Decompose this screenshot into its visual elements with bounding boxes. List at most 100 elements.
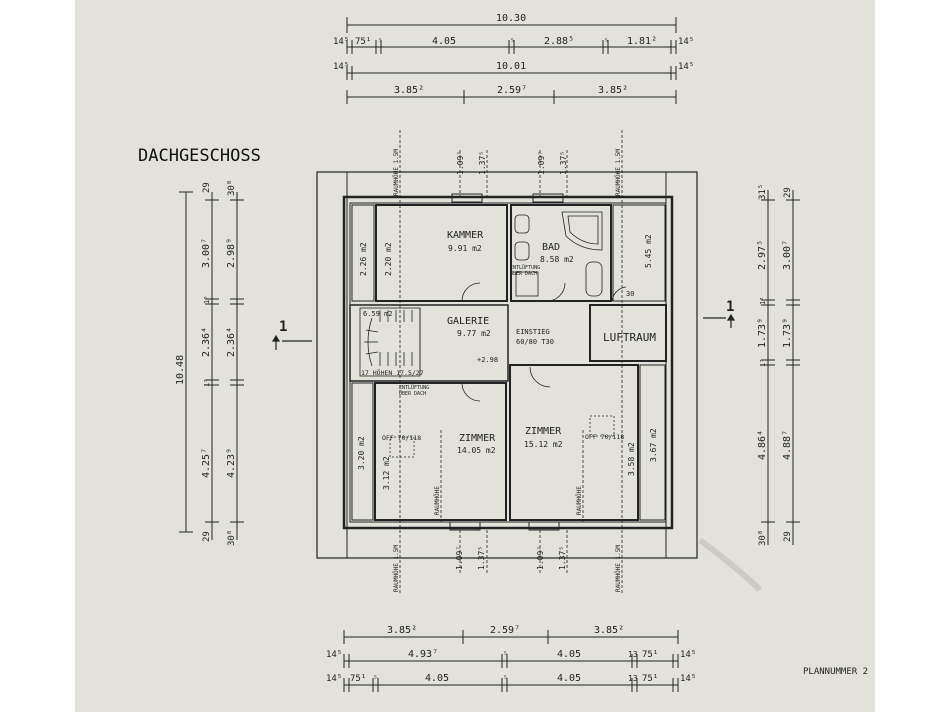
dim-left-1-5-b: 1⁵	[203, 379, 211, 387]
einstieg-label: EINSTIEG	[516, 328, 550, 336]
vent-bottom-line1: ENTLÜFTUNG	[399, 384, 429, 391]
room-zimmer-left-name: ZIMMER	[459, 433, 496, 444]
area-5-45: 5.45 m2	[644, 234, 653, 268]
dim-top-small-a: ⁵	[378, 37, 383, 46]
dim-top-14-5-a: 14⁵	[333, 37, 349, 47]
dim-bot-4-93: 4.93⁷	[408, 649, 438, 660]
dim-30: 30	[626, 290, 634, 298]
window-height-kammer-b: 1.37⁵	[478, 151, 487, 175]
vent-bottom-line2: ÜBER DACH	[399, 390, 426, 397]
dim-right-4-88: 4.88⁷	[782, 430, 793, 460]
windows	[449, 193, 564, 531]
window-off-left: OFF 70/118	[382, 434, 421, 442]
window-height-kammer-a: 1.09⁷	[456, 151, 465, 175]
dim-left-30-8-b: 30⁸	[227, 530, 237, 546]
dim-top-2-59: 2.59⁷	[497, 85, 527, 96]
dim-right-31-5: 31⁵	[758, 184, 768, 200]
dim-bot2-small-b: ⁵	[503, 674, 508, 683]
room-bad-name: BAD	[542, 242, 560, 253]
dim-bot-2-59: 2.59⁷	[490, 625, 520, 636]
dim-top-1-81: 1.81²	[627, 36, 657, 47]
dim-right-1-73-a: 1.73⁹	[757, 318, 768, 348]
dim-bot-3-85-b: 3.85²	[594, 625, 624, 636]
bottom-dimension-chain	[343, 630, 679, 692]
dim-top-4-05: 4.05	[432, 36, 456, 47]
dim-left-30-8: 30⁸	[227, 180, 237, 196]
area-2-26: 2.26 m2	[359, 242, 368, 276]
window-height-zimmer-r-a: 1.09⁷	[536, 546, 545, 570]
einstieg-size: 60/80 T30	[516, 338, 554, 346]
area-3-67: 3.67 m2	[649, 428, 658, 462]
dim-left-2-36-a: 2.36⁴	[201, 327, 212, 357]
dim-left-29: 29	[202, 182, 212, 193]
dim-bot-4-05-a: 4.05	[557, 649, 581, 660]
dim-top-small-c: ⁵	[604, 37, 609, 46]
area-3-20: 3.20 m2	[357, 436, 366, 470]
staircase	[359, 307, 421, 377]
dim-top-3-85-a: 3.85²	[394, 85, 424, 96]
area-6-59: 6.59 m2	[363, 310, 393, 318]
room-zimmer-right-area: 15.12 m2	[524, 440, 563, 449]
raumhoehe-top-left: RAUMHÖHE 1.5M	[393, 149, 400, 196]
area-2-20: 2.20 m2	[384, 242, 393, 276]
raumhoehe-zimmer-right: RAUMHÖHE	[576, 486, 583, 515]
dim-right-2-97: 2.97⁵	[757, 240, 768, 270]
room-kammer-area: 9.91 m2	[448, 244, 482, 253]
left-dimension-chain	[179, 191, 244, 540]
raumhoehe-zimmer-left: RAUMHÖHE	[434, 486, 441, 515]
dim-left-29-b: 29	[202, 531, 212, 542]
right-dimension-chain	[761, 190, 800, 545]
dim-top-small-b: ⁵	[510, 37, 515, 46]
area-3-58: 3.58 m2	[627, 442, 636, 476]
dim-top2-14-5-b: 14⁵	[678, 62, 694, 72]
window-height-bad-b: 1.37⁵	[559, 151, 568, 175]
dim-bot-14-5-a: 14⁵	[326, 650, 342, 660]
drawing-sheet	[75, 0, 875, 712]
dim-top-3-85-b: 3.85²	[598, 85, 628, 96]
dim-bot2-small-a: ⁵	[373, 674, 378, 683]
window-off-right: OFF 70/118	[585, 433, 624, 441]
dim-bot2-4-05-a: 4.05	[425, 673, 449, 684]
dim-right-1-5-b: 1⁵	[759, 359, 767, 367]
dim-top-10-01: 10.01	[496, 61, 526, 72]
door-swings	[461, 282, 627, 402]
dim-bot2-75-1: 75¹	[350, 674, 366, 684]
section-mark-left: 1	[279, 319, 287, 335]
plan-number-label: PLANNUMMER 2	[803, 667, 869, 677]
roof-height-lines	[389, 130, 623, 595]
dim-left-4-23: 4.23⁹	[226, 448, 237, 478]
window-height-zimmer-l-a: 1.09⁷	[455, 546, 464, 570]
dim-bot2-14-5-a: 14⁵	[326, 674, 342, 684]
raumhoehe-bottom-right: RAUMHÖHE 1.5M	[615, 545, 622, 592]
raumhoehe-top-right: RAUMHÖHE 1.5M	[615, 149, 622, 196]
room-zimmer-left-area: 14.05 m2	[457, 446, 496, 455]
interior-walls	[349, 204, 667, 521]
dim-right-30-8: 30⁸	[758, 530, 768, 546]
dim-top-75-1: 75¹	[355, 37, 371, 47]
dim-bot-small-a: ⁵	[503, 650, 508, 659]
room-zimmer-right-name: ZIMMER	[525, 426, 562, 437]
dim-bot-75-1-a: 75¹	[642, 650, 658, 660]
dim-top-2-88: 2.88⁵	[544, 36, 574, 47]
dim-left-1-5-a: 1⁵	[203, 296, 211, 304]
dim-top-total: 10.30	[496, 13, 526, 24]
area-3-12: 3.12 m2	[382, 456, 391, 490]
room-luftraum-name: LUFTRAUM	[603, 331, 656, 344]
bathroom-fixtures	[514, 211, 603, 297]
dim-bot2-14-5-b: 14⁵	[680, 674, 696, 684]
window-height-bad-a: 1.09⁷	[537, 151, 546, 175]
dim-bot-14-5-b: 14⁵	[680, 650, 696, 660]
dim-right-29-b: 29	[783, 531, 793, 542]
dim-bot2-75-1-b: 75¹	[642, 674, 658, 684]
section-mark-right: 1	[726, 299, 734, 315]
dim-left-2-36-b: 2.36⁴	[226, 327, 237, 357]
drawing-title: DACHGESCHOSS	[138, 146, 261, 166]
dim-right-29: 29	[783, 187, 793, 198]
dim-bot-13-a: 13	[628, 650, 638, 659]
window-height-zimmer-r-b: 1.37⁵	[558, 546, 567, 570]
room-kammer-name: KAMMER	[447, 230, 484, 241]
stairs-label: 17 HÖHEN 17.5/27	[361, 368, 424, 377]
dim-right-3-00: 3.00⁷	[782, 240, 793, 270]
dim-right-1-5-a: 1⁵	[759, 297, 767, 305]
